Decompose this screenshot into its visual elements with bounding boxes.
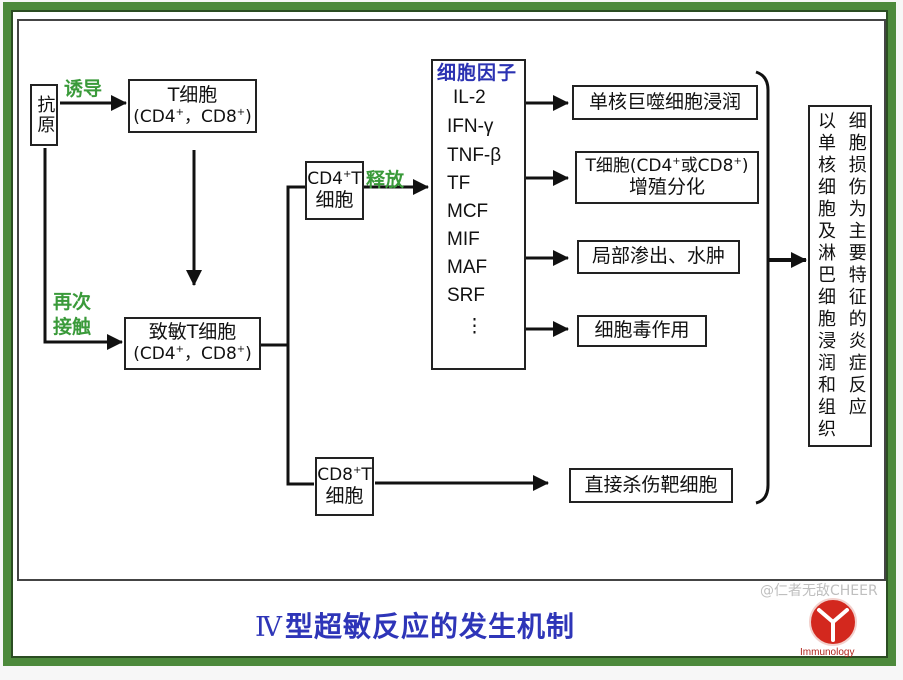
cytokine-item: TF [447, 172, 471, 194]
effect-text: 细胞毒作用 [594, 319, 690, 342]
effect-text-line2: 增殖分化 [628, 175, 705, 198]
effect-box-direct-kill: 直接杀伤靶细胞 [569, 468, 733, 503]
effect-box-cytotoxic: 细胞毒作用 [577, 315, 707, 347]
effect-box-macrophage: 单核巨噬细胞浸润 [572, 85, 758, 120]
cytokine-item: TNF-β [447, 144, 502, 166]
caption-text: 型超敏反应的发生机制 [284, 610, 575, 643]
cd4-t-cell-box: CD4+T 细胞 [305, 161, 364, 220]
effect-box-proliferation: T细胞(CD4+或CD8+) 增殖分化 [575, 151, 759, 204]
sensitized-t-cell-box: 致敏T细胞 (CD4+，CD8+) [124, 317, 261, 370]
effect-box-exudation: 局部渗出、水肿 [577, 240, 740, 274]
effect-text-line1: T细胞(CD4+或CD8+) [585, 156, 749, 177]
t-cell-box: T细胞 (CD4+，CD8+) [128, 79, 257, 133]
sensitized-t-cell-title: 致敏T细胞 [148, 321, 237, 344]
cytokine-item: MAF [447, 256, 488, 278]
induce-label: 诱导 [64, 78, 103, 100]
sensitized-t-cell-subtypes: (CD4+，CD8+) [133, 344, 252, 365]
cytokines-title: 细胞因子 [437, 62, 518, 84]
outcome-col-2: 细胞损伤为主要特征的炎症反应 [845, 111, 867, 419]
immunology-logo-icon [809, 598, 857, 646]
recontact-label-1: 再次 [53, 291, 92, 313]
caption-roman: Ⅳ [255, 612, 283, 643]
t-cell-title: T细胞 [167, 83, 218, 106]
logo-text: Immunology [800, 647, 855, 658]
cd8-t-cell-title: CD8+T [317, 465, 372, 486]
cytokine-item: IFN-γ [447, 115, 494, 137]
watermark-text: @仁者无敌CHEER [760, 583, 878, 599]
cytokine-item: MIF [447, 228, 480, 250]
recontact-label-2: 接触 [53, 316, 92, 338]
outcome-box: 细胞损伤为主要特征的炎症反应 以单核细胞及淋巴细胞浸润和组织 [808, 105, 872, 447]
cytokine-item: IL-2 [453, 86, 486, 108]
effect-text: 局部渗出、水肿 [591, 245, 725, 268]
cd8-t-cell-subtitle: 细胞 [325, 484, 364, 507]
cytokine-item: MCF [447, 200, 489, 222]
release-label: 释放 [366, 169, 405, 191]
cd8-effect-text: 直接杀伤靶细胞 [584, 473, 718, 496]
antigen-box: 抗原 [30, 84, 58, 146]
t-cell-subtypes: (CD4+，CD8+) [133, 106, 252, 127]
diagram-caption: Ⅳ型超敏反应的发生机制 [255, 605, 575, 645]
cd8-t-cell-box: CD8+T 细胞 [315, 457, 374, 516]
effect-text: 单核巨噬细胞浸润 [588, 90, 741, 113]
cytokine-item: SRF [447, 284, 485, 306]
cytokine-list: IL-2 IFN-γ TNF-β TF MCF MIF MAF SRF ⋮ [437, 85, 501, 339]
cytokines-box: 细胞因子 IL-2 IFN-γ TNF-β TF MCF MIF MAF SRF… [431, 59, 526, 370]
cytokine-ellipsis: ⋮ [465, 315, 484, 337]
cd4-t-cell-title: CD4+T [307, 169, 362, 190]
outcome-col-1: 以单核细胞及淋巴细胞浸润和组织 [815, 111, 836, 441]
antigen-label: 抗原 [34, 95, 56, 135]
cd4-t-cell-subtitle: 细胞 [315, 188, 354, 211]
